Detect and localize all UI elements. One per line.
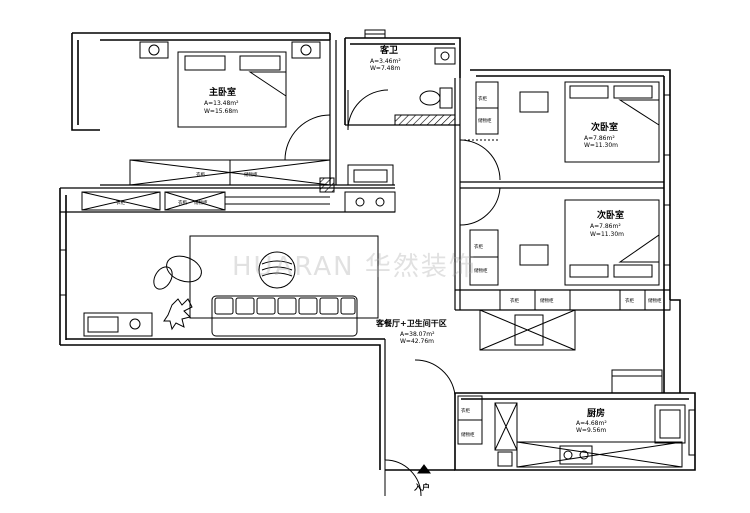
living-area-perimeter: W=42.76m (400, 338, 434, 345)
label-storage-kitchen: 储物柜 (461, 431, 475, 438)
master-bedroom-area: A=13.48m² (204, 100, 239, 107)
living-area-area: A=38.07m² (400, 331, 435, 338)
guest-bath-perimeter: W=7.48m (370, 65, 401, 72)
master-bedroom-name: 主卧室 (209, 88, 237, 98)
label-storage-hall: 储物柜 (540, 297, 554, 304)
watermark: HUARAN 华然装饰 (232, 252, 477, 282)
kitchen-name: 厨房 (587, 409, 606, 419)
bedroom-bottom-bed (469, 199, 660, 286)
door-swing-bottom (459, 187, 501, 226)
master-wardrobe (129, 159, 331, 186)
guest-bath-area: A=3.46m² (370, 58, 401, 65)
door-swing-top (459, 139, 501, 181)
kitchen-counters (457, 369, 686, 468)
second-bedroom-bottom-name: 次卧室 (597, 211, 625, 221)
second-bedroom-top-perimeter: W=11.30m (584, 142, 618, 149)
label-storage-bottom: 储物柜 (474, 267, 488, 274)
kitchen-area: A=4.68m² (576, 420, 607, 427)
sofa (211, 295, 358, 337)
washroom-dry (479, 309, 576, 351)
label-wardrobe-hall: 衣柜 (510, 297, 519, 304)
master-bed (139, 41, 321, 128)
second-bedroom-top-area: A=7.86m² (584, 135, 615, 142)
label-storage-hall-2: 储物柜 (648, 297, 662, 304)
label-wardrobe-bottom: 衣柜 (474, 243, 483, 250)
label-wardrobe-kitchen: 衣柜 (461, 407, 470, 414)
door-swing-kitchen (414, 359, 456, 396)
guest-bath-name: 客卫 (380, 46, 399, 56)
bedroom-top-bed (475, 81, 660, 163)
tv-cabinet (83, 312, 153, 337)
plant-cluster (163, 298, 193, 331)
label-storage-master: 储物柜 (244, 171, 258, 178)
entry-door (384, 459, 431, 497)
label-wardrobe-living-2: 衣柜 (178, 199, 187, 206)
label-wardrobe-hall-2: 衣柜 (625, 297, 634, 304)
label-storage-living: 储物柜 (194, 199, 208, 206)
second-bedroom-top-name: 次卧室 (591, 123, 619, 133)
second-bedroom-bottom-perimeter: W=11.30m (590, 231, 624, 238)
label-wardrobe-top: 衣柜 (478, 95, 487, 102)
shaft-hatch (319, 177, 335, 193)
hall-storage (499, 289, 671, 311)
entrance-label: 入户 (414, 483, 430, 492)
label-storage-top: 储物柜 (478, 117, 492, 124)
bath-dry-area (344, 164, 396, 213)
door-swing-master (284, 114, 331, 161)
second-bedroom-bottom-area: A=7.86m² (590, 223, 621, 230)
label-wardrobe-living: 衣柜 (116, 199, 125, 206)
living-area-name: 客餐厅+卫生间干区 (376, 319, 447, 328)
bath-fixtures (347, 47, 456, 131)
living-cabinets (81, 191, 330, 211)
kitchen-perimeter: W=9.56m (576, 427, 607, 434)
windows (59, 29, 696, 456)
master-bedroom-perimeter: W=15.68m (204, 108, 238, 115)
label-wardrobe-master: 衣柜 (196, 171, 205, 178)
